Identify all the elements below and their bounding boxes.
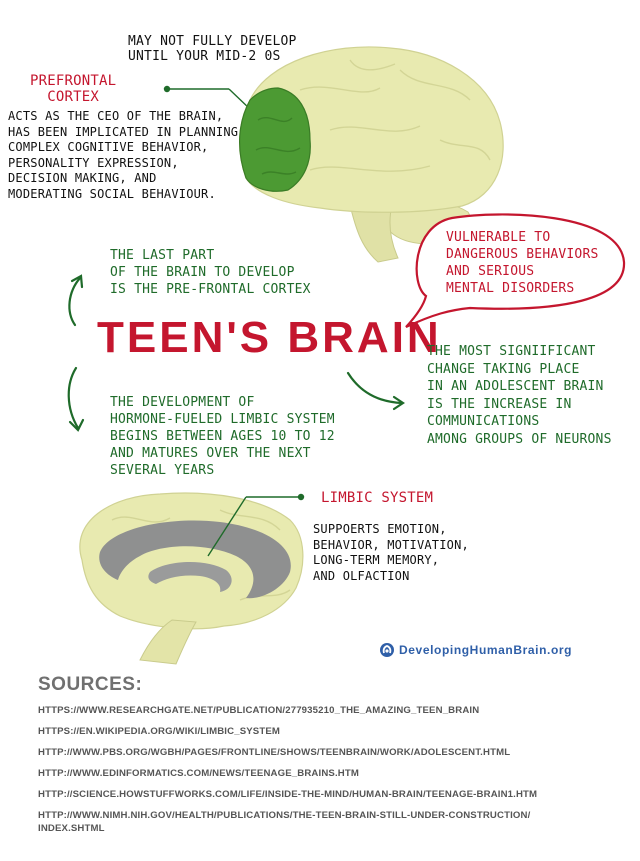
arrow-up-icon bbox=[68, 274, 84, 327]
prefrontal-note: MAY NOT FULLY DEVELOP UNTIL YOUR MID-2 0… bbox=[128, 34, 297, 64]
source-link[interactable]: HTTPS://WWW.RESEARCHGATE.NET/PUBLICATION… bbox=[38, 705, 480, 716]
source-link[interactable]: HTTP://WWW.EDINFORMATICS.COM/NEWS/TEENAG… bbox=[38, 768, 360, 779]
sources-list: HTTPS://WWW.RESEARCHGATE.NET/PUBLICATION… bbox=[38, 704, 538, 834]
source-link[interactable]: HTTP://WWW.PBS.ORG/WGBH/PAGES/FRONTLINE/… bbox=[38, 747, 511, 758]
vulnerable-callout: VULNERABLE TO DANGEROUS BEHAVIORS AND SE… bbox=[446, 230, 599, 296]
page-title: TEEN'S BRAIN bbox=[97, 313, 442, 362]
arrow-right-icon bbox=[346, 371, 405, 411]
speech-bubble bbox=[405, 213, 626, 328]
source-link[interactable]: HTTP://WWW.NIMH.NIH.GOV/HEALTH/PUBLICATI… bbox=[38, 810, 531, 834]
bottom-brain bbox=[79, 492, 304, 665]
limbic-title: LIMBIC SYSTEM bbox=[321, 490, 434, 506]
prefrontal-title: PREFRONTAL CORTEX bbox=[30, 73, 117, 105]
logo-text: DevelopingHumanBrain.org bbox=[399, 643, 573, 657]
source-link[interactable]: HTTP://SCIENCE.HOWSTUFFWORKS.COM/LIFE/IN… bbox=[38, 789, 538, 800]
change-callout: THE MOST SIGNIIFICANT CHANGE TAKING PLAC… bbox=[427, 344, 612, 447]
prefrontal-description: ACTS AS THE CEO OF THE BRAIN, HAS BEEN I… bbox=[8, 109, 239, 201]
limbic-development-callout: THE DEVELOPMENT OF HORMONE-FUELED LIMBIC… bbox=[110, 395, 335, 478]
source-link[interactable]: HTTPS://EN.WIKIPEDIA.ORG/WIKI/LIMBIC_SYS… bbox=[38, 726, 281, 737]
arrow-down-icon bbox=[67, 366, 85, 432]
limbic-leader-line bbox=[207, 493, 305, 557]
last-part-callout: THE LAST PART OF THE BRAIN TO DEVELOP IS… bbox=[110, 248, 311, 297]
sources-heading: SOURCES: bbox=[38, 674, 143, 695]
brain-logo-icon bbox=[380, 643, 394, 657]
site-logo[interactable]: DevelopingHumanBrain.org bbox=[379, 642, 572, 658]
limbic-description: SUPPOERTS EMOTION, BEHAVIOR, MOTIVATION,… bbox=[313, 522, 469, 583]
